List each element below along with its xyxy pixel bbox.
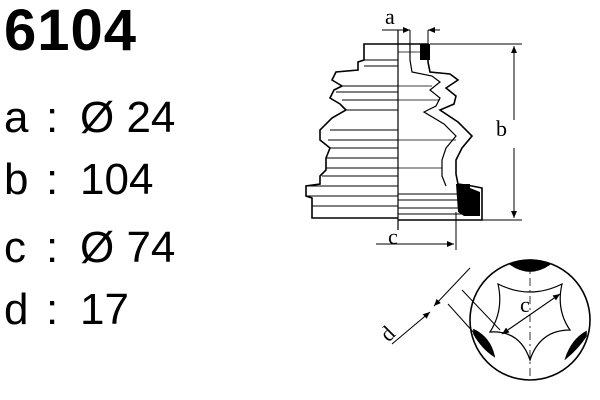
spec-key: c	[4, 223, 26, 272]
boot-outline-left	[305, 43, 398, 219]
label-b: b	[496, 116, 507, 141]
spec-separator: :	[46, 285, 59, 334]
spec-separator: :	[46, 93, 59, 142]
spec-key: a	[4, 93, 29, 142]
part-number: 6104	[4, 0, 138, 63]
spec-c-row: c: Ø 74	[4, 226, 175, 270]
spec-separator: :	[46, 155, 59, 204]
spec-value: 17	[80, 285, 129, 334]
spec-key: b	[4, 155, 29, 204]
boot-side-view	[305, 30, 483, 230]
dimension-b	[430, 43, 522, 221]
dimension-a	[382, 27, 440, 44]
label-c-end: c	[520, 292, 530, 317]
dimension-c	[376, 212, 457, 250]
spec-a-row: a: Ø 24	[4, 96, 175, 140]
spec-b-row: b:104	[4, 158, 153, 202]
dimension-d	[391, 267, 501, 345]
boot-end-view	[469, 259, 591, 381]
label-a: a	[385, 4, 395, 29]
spec-value: Ø 74	[80, 223, 176, 272]
spec-value: Ø 24	[80, 93, 176, 142]
dimension-c-end	[501, 293, 561, 335]
label-d: d	[374, 321, 399, 346]
spec-separator: :	[46, 223, 59, 272]
spec-key: d	[4, 285, 29, 334]
spec-d-row: d:17	[4, 288, 129, 332]
spec-value: 104	[80, 155, 154, 204]
label-c: c	[388, 224, 398, 249]
